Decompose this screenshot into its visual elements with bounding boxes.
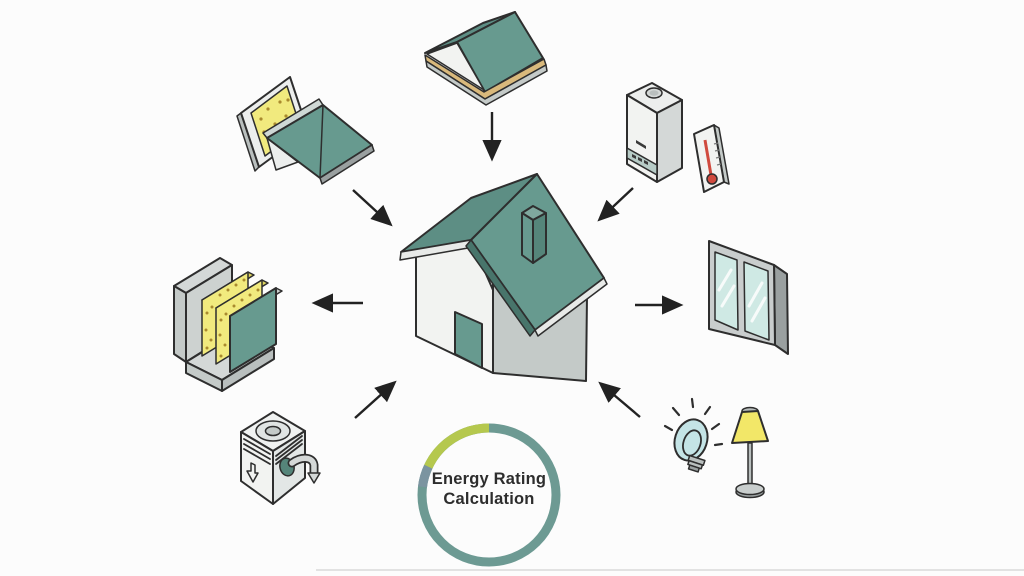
- arrows: [311, 112, 684, 419]
- window-pane-right: [743, 261, 770, 341]
- badge-title-line1: Energy Rating: [431, 470, 547, 488]
- down-arrow-icon: [246, 462, 259, 483]
- thermometer: [693, 124, 730, 193]
- ventilation-unit-icon: [240, 411, 321, 505]
- boiler: [626, 82, 683, 183]
- glass-reflections: [717, 268, 767, 323]
- teal-wall-panel: [229, 287, 283, 373]
- arrow-bottom-right: [598, 381, 641, 418]
- rating-ring: [417, 423, 561, 567]
- roof-deck-layer: [425, 60, 548, 106]
- roof-slab-ridge: [319, 104, 324, 179]
- ring-blue-arc: [418, 464, 433, 488]
- bulb-base: [687, 454, 706, 473]
- arrow-top-left: [352, 189, 393, 227]
- house-icon: [399, 173, 608, 382]
- boiler-thermometer-icon: [626, 82, 730, 193]
- house-roof-front-edge: [465, 239, 536, 337]
- roof-section-icon: [424, 11, 548, 106]
- roof-insulation-icon: [236, 76, 375, 185]
- vent-slats: [243, 435, 303, 465]
- badge-title-line2: Calculation: [443, 490, 535, 508]
- vent-duct: [287, 453, 321, 484]
- energy-rating-badge: Energy Rating Calculation: [409, 469, 569, 509]
- house-door: [454, 311, 483, 369]
- thermometer-tube: [703, 139, 713, 176]
- house-chimney: [521, 205, 547, 264]
- thermometer-bulb: [706, 173, 718, 185]
- boiler-buttons: [632, 154, 648, 165]
- ring-accent-arc: [424, 423, 490, 469]
- boiler-slot: [636, 140, 646, 149]
- lamp-base-top: [735, 482, 765, 496]
- lamp-pole: [747, 442, 753, 488]
- wall-insulation-icon: [173, 257, 283, 392]
- roof-slab-bottom-edge: [319, 144, 375, 185]
- house-roof-eave-edge: [534, 277, 608, 337]
- bulb-rays: [663, 397, 724, 447]
- thermometer-ticks: [713, 142, 722, 166]
- roof-underside: [426, 42, 485, 91]
- window-pane-left: [714, 251, 739, 331]
- arrow-bottom-left: [354, 380, 397, 419]
- progress-line: [316, 569, 1024, 571]
- window-side-edge: [773, 264, 789, 355]
- light-bulb: [673, 418, 709, 473]
- lamp-shade: [731, 410, 769, 444]
- bracket-left: [173, 285, 187, 363]
- bulb-lamp-icon: [663, 397, 769, 499]
- arrow-top-right: [597, 187, 634, 222]
- floor-lamp: [731, 406, 769, 499]
- bracket-floor-front: [221, 347, 275, 392]
- double-glazed-window-icon: [708, 240, 789, 355]
